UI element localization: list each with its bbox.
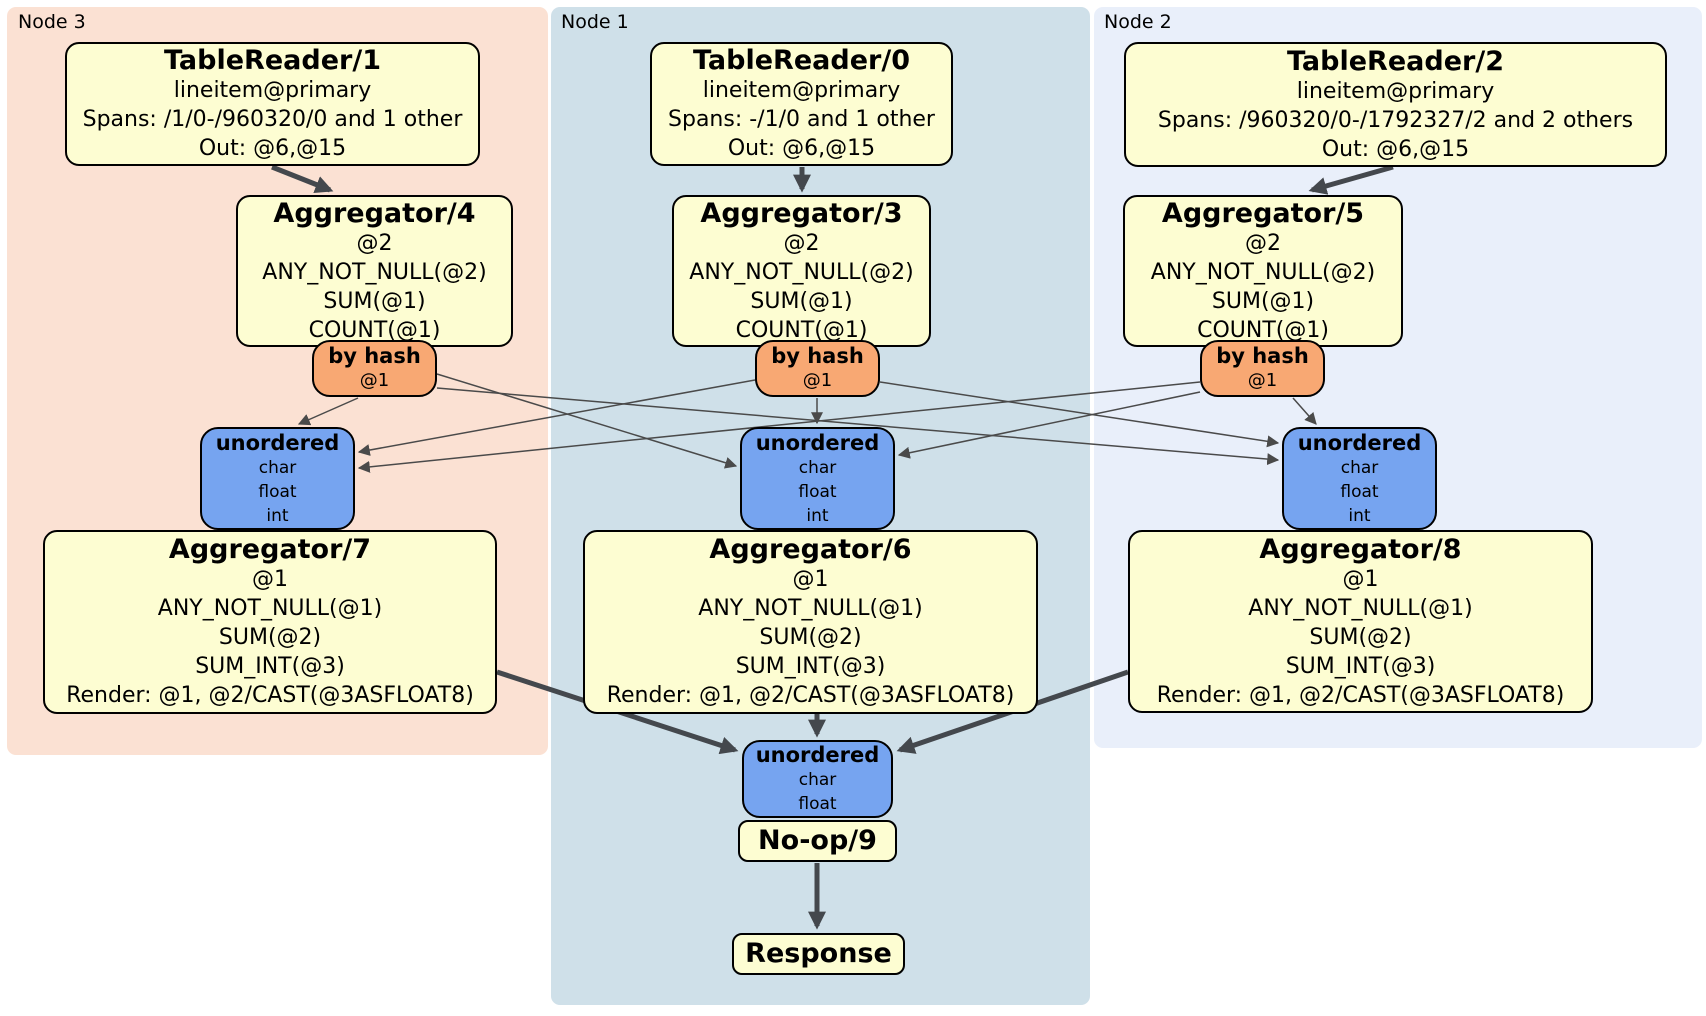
sync-column: char (258, 457, 297, 478)
processor-detail: SUM(@1) (323, 288, 426, 314)
processor-detail: Out: @6,@15 (1321, 136, 1470, 162)
processor-detail: ANY_NOT_NULL(@1) (157, 596, 383, 621)
router-columns: @1 (1247, 370, 1278, 391)
noop-9-box: No-op/9 (738, 820, 897, 862)
processor-detail: lineitem@primary (702, 78, 901, 103)
processor-detail: Render: @1, @2/CAST(@3ASFLOAT8) (66, 683, 474, 708)
processor-title: No-op/9 (758, 825, 877, 856)
sync-column: float (1340, 481, 1379, 502)
sync-title: unordered (1297, 430, 1422, 455)
processor-detail: SUM(@1) (1211, 288, 1315, 314)
table-reader-1-box: TableReader/1 lineitem@primary Spans: /1… (65, 42, 480, 166)
sync-column: float (258, 481, 297, 502)
processor-detail: COUNT(@1) (735, 317, 868, 343)
router-title: by hash (328, 344, 421, 368)
sync-column: int (1348, 505, 1371, 526)
processor-detail: ANY_NOT_NULL(@1) (1248, 595, 1473, 621)
processor-title: TableReader/0 (693, 45, 910, 76)
aggregator-5-box: Aggregator/5 @2 ANY_NOT_NULL(@2) SUM(@1)… (1123, 195, 1403, 347)
processor-detail: @1 (252, 567, 288, 592)
processor-title: Aggregator/4 (273, 197, 476, 229)
processor-detail: Spans: /1/0-/960320/0 and 1 other (82, 107, 463, 132)
processor-detail: Out: @6,@15 (727, 136, 876, 161)
processor-detail: @2 (1245, 230, 1281, 256)
processor-detail: SUM_INT(@3) (195, 654, 345, 679)
processor-detail: ANY_NOT_NULL(@2) (689, 259, 914, 285)
processor-detail: SUM(@2) (759, 625, 862, 650)
table-reader-0-box: TableReader/0 lineitem@primary Spans: -/… (650, 42, 953, 166)
processor-title: Response (745, 938, 892, 969)
processor-detail: SUM_INT(@3) (735, 654, 886, 679)
aggregator-6-box: Aggregator/6 @1 ANY_NOT_NULL(@1) SUM(@2)… (583, 530, 1038, 714)
router-title: by hash (771, 344, 864, 368)
node2-label: Node 2 (1104, 11, 1172, 33)
processor-detail: Spans: /960320/0-/1792327/2 and 2 others (1157, 107, 1634, 133)
processor-detail: ANY_NOT_NULL(@1) (698, 596, 923, 621)
table-reader-2-box: TableReader/2 lineitem@primary Spans: /9… (1124, 42, 1667, 167)
unordered-sync-final: unordered char float (742, 740, 893, 818)
hash-router-node1: by hash @1 (755, 340, 880, 397)
hash-router-node3: by hash @1 (312, 340, 437, 397)
processor-detail: lineitem@primary (173, 78, 372, 103)
processor-title: Aggregator/3 (700, 197, 903, 229)
processor-detail: SUM(@2) (1309, 624, 1412, 650)
router-columns: @1 (359, 370, 390, 391)
unordered-sync-node2: unordered char float int (1282, 427, 1437, 530)
processor-title: Aggregator/6 (709, 534, 912, 565)
processor-detail: Render: @1, @2/CAST(@3ASFLOAT8) (1156, 682, 1565, 708)
sync-column: int (806, 505, 829, 526)
hash-router-node2: by hash @1 (1200, 340, 1325, 397)
processor-detail: SUM(@1) (750, 288, 853, 314)
aggregator-7-box: Aggregator/7 @1 ANY_NOT_NULL(@1) SUM(@2)… (43, 530, 497, 714)
unordered-sync-node1: unordered char float int (740, 427, 895, 530)
aggregator-3-box: Aggregator/3 @2 ANY_NOT_NULL(@2) SUM(@1)… (672, 195, 931, 347)
router-columns: @1 (802, 370, 833, 391)
processor-detail: @2 (783, 230, 820, 256)
processor-detail: @2 (356, 230, 393, 256)
processor-title: TableReader/1 (164, 45, 381, 76)
processor-detail: lineitem@primary (1296, 78, 1495, 104)
processor-detail: SUM_INT(@3) (1285, 653, 1436, 679)
response-box: Response (732, 933, 905, 975)
processor-detail: COUNT(@1) (308, 317, 441, 343)
sync-column: int (266, 505, 289, 526)
router-title: by hash (1216, 344, 1309, 368)
processor-detail: Out: @6,@15 (198, 136, 347, 161)
processor-detail: ANY_NOT_NULL(@2) (1150, 259, 1376, 285)
processor-title: Aggregator/8 (1259, 533, 1462, 565)
processor-detail: Spans: -/1/0 and 1 other (668, 107, 935, 132)
processor-detail: SUM(@2) (218, 625, 322, 650)
processor-title: Aggregator/7 (168, 534, 372, 565)
aggregator-4-box: Aggregator/4 @2 ANY_NOT_NULL(@2) SUM(@1)… (236, 195, 513, 347)
sync-column: char (1340, 457, 1379, 478)
processor-detail: @1 (1342, 566, 1379, 592)
sync-column: float (798, 481, 837, 502)
processor-detail: @1 (792, 567, 829, 592)
sync-column: char (798, 457, 837, 478)
sync-title: unordered (755, 430, 880, 455)
processor-title: Aggregator/5 (1161, 197, 1365, 229)
node1-label: Node 1 (561, 11, 629, 33)
aggregator-8-box: Aggregator/8 @1 ANY_NOT_NULL(@1) SUM(@2)… (1128, 530, 1593, 713)
processor-detail: COUNT(@1) (1197, 317, 1329, 343)
node3-label: Node 3 (18, 11, 86, 33)
unordered-sync-node3: unordered char float int (200, 427, 355, 530)
sync-column: char (798, 770, 837, 790)
processor-detail: ANY_NOT_NULL(@2) (262, 259, 487, 285)
processor-detail: Render: @1, @2/CAST(@3ASFLOAT8) (606, 683, 1015, 708)
processor-title: TableReader/2 (1287, 45, 1504, 77)
sync-title: unordered (215, 430, 340, 455)
sync-title: unordered (755, 743, 880, 767)
sync-column: float (798, 794, 837, 814)
